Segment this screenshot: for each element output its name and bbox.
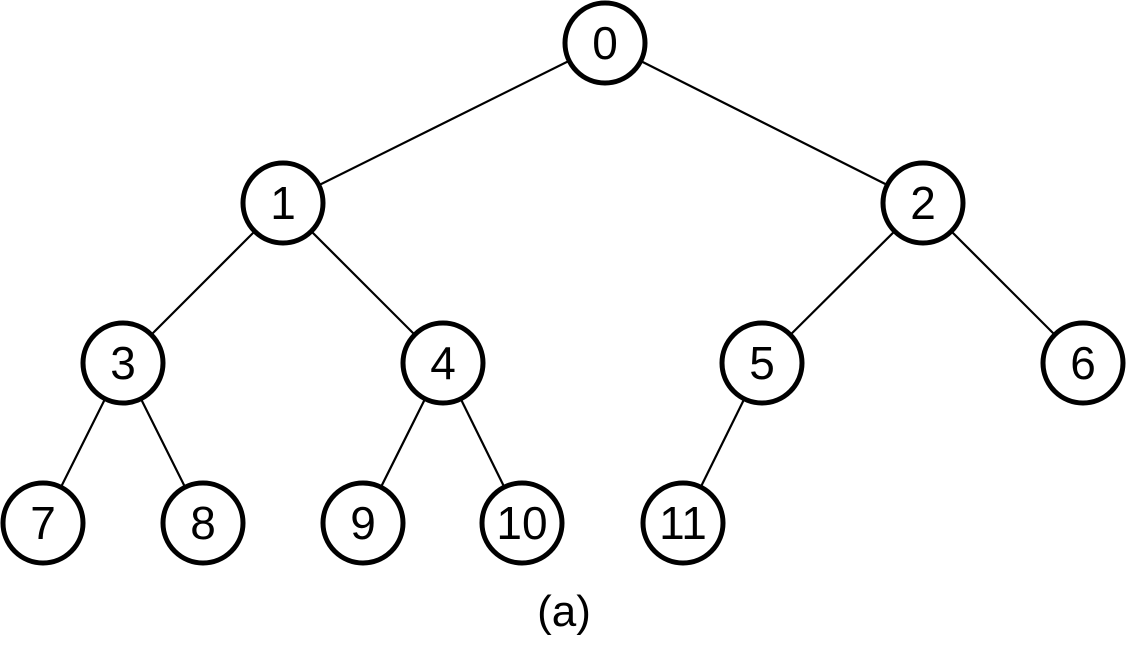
tree-node-circle bbox=[400, 320, 486, 406]
tree-node-circle bbox=[1040, 320, 1126, 406]
tree-node-label: 11 bbox=[659, 497, 707, 549]
tree-node-label: 1 bbox=[270, 177, 296, 229]
tree-node-circle bbox=[880, 160, 966, 246]
tree-node-label: 10 bbox=[496, 497, 547, 549]
tree-node-circle bbox=[320, 480, 406, 566]
tree-node-circle bbox=[479, 480, 565, 566]
tree-node-label: 5 bbox=[749, 337, 775, 389]
tree-node-label: 3 bbox=[110, 337, 136, 389]
tree-node-circle bbox=[640, 480, 726, 566]
tree-node-6: 6 bbox=[1040, 320, 1126, 406]
figure-caption: (a) bbox=[537, 587, 591, 636]
tree-node-label: 7 bbox=[30, 497, 56, 549]
tree-node-label: 4 bbox=[430, 337, 456, 389]
tree-node-label: 6 bbox=[1070, 337, 1096, 389]
tree-node-3: 3 bbox=[80, 320, 166, 406]
tree-node-circle bbox=[160, 480, 246, 566]
tree-node-1: 1 bbox=[240, 160, 326, 246]
tree-node-label: 2 bbox=[910, 177, 936, 229]
tree-node-label: 0 bbox=[592, 17, 618, 69]
tree-node-4: 4 bbox=[400, 320, 486, 406]
tree-node-0: 0 bbox=[562, 0, 648, 86]
tree-node-11: 11 bbox=[640, 480, 726, 566]
tree-node-circle bbox=[719, 320, 805, 406]
tree-node-10: 10 bbox=[479, 480, 565, 566]
tree-node-7: 7 bbox=[0, 480, 86, 566]
tree-edge-0-2 bbox=[604, 42, 924, 204]
tree-node-circle bbox=[240, 160, 326, 246]
tree-node-8: 8 bbox=[160, 480, 246, 566]
tree-node-circle bbox=[80, 320, 166, 406]
tree-node-2: 2 bbox=[880, 160, 966, 246]
tree-node-5: 5 bbox=[719, 320, 805, 406]
tree-node-label: 8 bbox=[190, 497, 216, 549]
tree-node-9: 9 bbox=[320, 480, 406, 566]
tree-node-circle bbox=[562, 0, 648, 86]
tree-edge-0-1 bbox=[282, 42, 606, 204]
tree-node-circle bbox=[0, 480, 86, 566]
tree-node-label: 9 bbox=[350, 497, 376, 549]
